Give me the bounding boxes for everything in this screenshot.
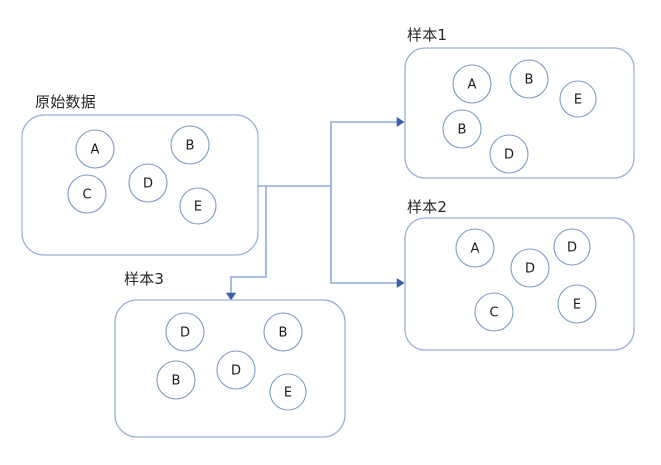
node-circle-sample2-0[interactable] (455, 228, 495, 268)
node-circle-source-2[interactable] (67, 174, 107, 214)
group-title-sample2: 样本2 (407, 198, 448, 216)
node-circle-sample3-4[interactable] (269, 373, 307, 411)
node-circle-sample1-0[interactable] (452, 64, 492, 104)
node-circle-sample3-2[interactable] (156, 360, 196, 400)
arrowhead-to-sample1 (396, 116, 405, 128)
node-circle-sample3-3[interactable] (216, 350, 256, 390)
node-circle-sample2-1[interactable] (553, 228, 591, 266)
group-title-source: 原始数据 (35, 93, 96, 111)
connector-to-sample3 (230, 187, 267, 296)
node-circle-sample2-3[interactable] (474, 292, 514, 332)
connector-group (225, 116, 405, 301)
node-circle-sample2-2[interactable] (510, 248, 550, 288)
node-circle-sample3-1[interactable] (263, 312, 303, 352)
group-sample3[interactable] (114, 299, 346, 438)
node-circle-sample1-4[interactable] (489, 134, 529, 174)
arrowhead-to-sample2 (396, 277, 405, 289)
group-box-sample3[interactable] (114, 299, 346, 438)
node-circle-sample1-3[interactable] (442, 109, 482, 149)
group-title-sample1: 样本1 (407, 26, 448, 44)
node-circle-sample1-1[interactable] (509, 59, 549, 99)
node-circle-sample1-2[interactable] (559, 80, 597, 118)
group-source[interactable] (21, 114, 259, 256)
group-sample1[interactable] (404, 47, 635, 179)
group-title-sample3: 样本3 (124, 270, 165, 288)
connector-to-sample1 (330, 121, 401, 186)
arrowhead-to-sample3 (225, 292, 237, 301)
group-box-sample1[interactable] (404, 47, 635, 179)
group-sample2[interactable] (404, 217, 635, 351)
node-circle-source-0[interactable] (75, 129, 115, 169)
node-circle-source-3[interactable] (128, 163, 168, 203)
node-circle-sample3-0[interactable] (165, 312, 205, 352)
group-box-source[interactable] (21, 114, 259, 256)
node-circle-sample2-4[interactable] (557, 284, 597, 324)
group-box-sample2[interactable] (404, 217, 635, 351)
node-circle-source-1[interactable] (170, 125, 210, 165)
node-circle-source-4[interactable] (179, 187, 217, 225)
connector-to-sample2 (330, 186, 401, 284)
